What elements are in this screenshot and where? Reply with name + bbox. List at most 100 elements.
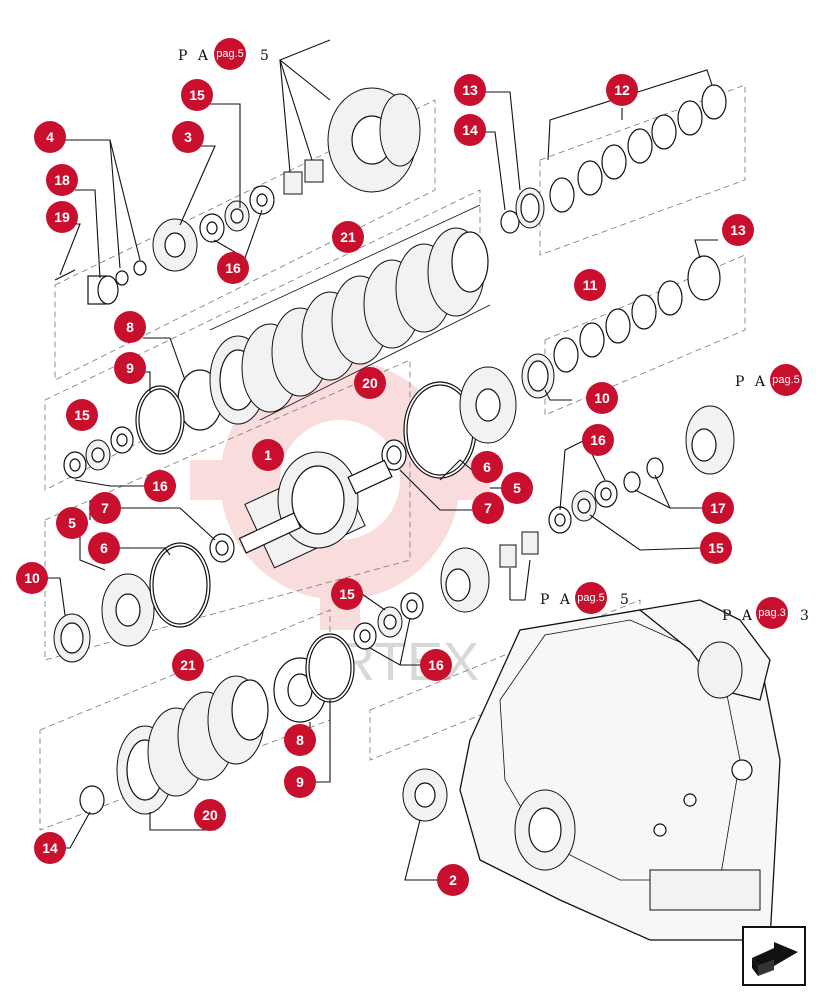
callout-14[interactable]: 14 [34, 832, 66, 864]
page-ref-lower-prefix: P A [540, 592, 573, 608]
callout-16[interactable]: 16 [144, 470, 176, 502]
callout-16[interactable]: 16 [420, 649, 452, 681]
callout-21[interactable]: 21 [332, 221, 364, 253]
callout-label: 4 [46, 129, 54, 145]
callout-5[interactable]: 5 [56, 507, 88, 539]
callout-1[interactable]: 1 [252, 439, 284, 471]
callout-label: 15 [189, 87, 205, 103]
callout-layer: 15 4 3 18 19 16 13 14 12 21 13 11 8 9 20… [16, 74, 754, 896]
callout-label: 12 [614, 82, 630, 98]
callout-8[interactable]: 8 [114, 311, 146, 343]
friction-washer-set-top [500, 84, 727, 234]
callout-label: 16 [590, 432, 606, 448]
page-ref-top-prefix: P A [178, 48, 211, 64]
callout-label: 7 [101, 500, 109, 516]
callout-6[interactable]: 6 [88, 532, 120, 564]
gear-lower [353, 531, 539, 650]
callout-7[interactable]: 7 [89, 492, 121, 524]
callout-label: 5 [513, 480, 521, 496]
callout-label: 21 [340, 229, 356, 245]
leader-lines [47, 39, 718, 881]
callout-label: 20 [202, 807, 218, 823]
callout-15[interactable]: 15 [700, 532, 732, 564]
callout-label: 16 [225, 260, 241, 276]
page-ref-right-badge [770, 364, 802, 396]
callout-label: 18 [54, 172, 70, 188]
piston-upper [381, 366, 517, 479]
callout-label: 15 [708, 540, 724, 556]
callout-16[interactable]: 16 [217, 252, 249, 284]
callout-8[interactable]: 8 [284, 724, 316, 756]
callout-20[interactable]: 20 [194, 799, 226, 831]
callout-label: 1 [264, 447, 272, 463]
clutch-pack-upper [177, 204, 491, 431]
callout-15[interactable]: 15 [331, 578, 363, 610]
page-ref-lower-badge [575, 582, 607, 614]
page-ref-housing-prefix: P A [722, 608, 755, 624]
callout-18[interactable]: 18 [46, 164, 78, 196]
callout-label: 13 [730, 222, 746, 238]
callout-10[interactable]: 10 [586, 382, 618, 414]
page-ref-top-suffix: 5 [260, 48, 272, 64]
callout-4[interactable]: 4 [34, 121, 66, 153]
page-ref-right-prefix: P A [735, 374, 768, 390]
gear-right-middle [209, 405, 735, 563]
callout-label: 20 [362, 375, 378, 391]
callout-5[interactable]: 5 [501, 472, 533, 504]
clutch-pack-lower [79, 633, 355, 815]
page-ref-right-badge-text: pag.5 [772, 374, 800, 386]
callout-label: 10 [594, 390, 610, 406]
callout-label: 16 [152, 478, 168, 494]
page-ref-housing-badge-text: pag.3 [758, 607, 786, 619]
page-ref-housing-badge [756, 597, 788, 629]
callout-21[interactable]: 21 [172, 649, 204, 681]
callout-12[interactable]: 12 [606, 74, 638, 106]
callout-9[interactable]: 9 [114, 352, 146, 384]
callout-3[interactable]: 3 [172, 121, 204, 153]
callout-label: 10 [24, 570, 40, 586]
page-ref-housing-suffix: 3 [800, 608, 812, 624]
friction-washer-set-middle [521, 255, 721, 399]
callout-6[interactable]: 6 [471, 451, 503, 483]
callout-label: 9 [126, 360, 134, 376]
callout-16[interactable]: 16 [582, 424, 614, 456]
callout-7[interactable]: 7 [472, 492, 504, 524]
ring-seal-upper [135, 385, 185, 455]
callout-label: 9 [296, 774, 304, 790]
page-ref-top[interactable]: P A pag.5 5 [178, 38, 272, 70]
arrow-right-icon [752, 942, 798, 976]
callout-13[interactable]: 13 [722, 214, 754, 246]
page-ref-right[interactable]: P A pag.5 [735, 364, 802, 396]
callout-label: 3 [184, 129, 192, 145]
callout-label: 15 [74, 407, 90, 423]
callout-11[interactable]: 11 [574, 269, 606, 301]
callout-10[interactable]: 10 [16, 562, 48, 594]
callout-2[interactable]: 2 [437, 864, 469, 896]
callout-17[interactable]: 17 [702, 492, 734, 524]
bearing-2 [402, 768, 448, 822]
callout-label: 6 [483, 459, 491, 475]
callout-label: 16 [428, 657, 444, 673]
callout-label: 7 [484, 500, 492, 516]
callout-20[interactable]: 20 [354, 367, 386, 399]
page-ref-top-badge [214, 38, 246, 70]
callout-9[interactable]: 9 [284, 766, 316, 798]
callout-19[interactable]: 19 [46, 201, 78, 233]
callout-label: 14 [42, 840, 58, 856]
page-ref-lower[interactable]: P A pag.5 5 [540, 582, 632, 614]
page-ref-top-badge-text: pag.5 [216, 48, 244, 60]
washers-left [63, 426, 134, 479]
callout-label: 2 [449, 872, 457, 888]
page-ref-housing[interactable]: P A pag.3 3 [722, 597, 812, 629]
callout-14[interactable]: 14 [454, 114, 486, 146]
next-page-button[interactable] [742, 926, 806, 986]
callout-label: 6 [100, 540, 108, 556]
callout-label: 5 [68, 515, 76, 531]
callout-label: 14 [462, 122, 478, 138]
page-ref-lower-badge-text: pag.5 [577, 592, 605, 604]
callout-13[interactable]: 13 [454, 74, 486, 106]
callout-15[interactable]: 15 [181, 79, 213, 111]
callout-15[interactable]: 15 [66, 399, 98, 431]
callout-label: 8 [126, 319, 134, 335]
